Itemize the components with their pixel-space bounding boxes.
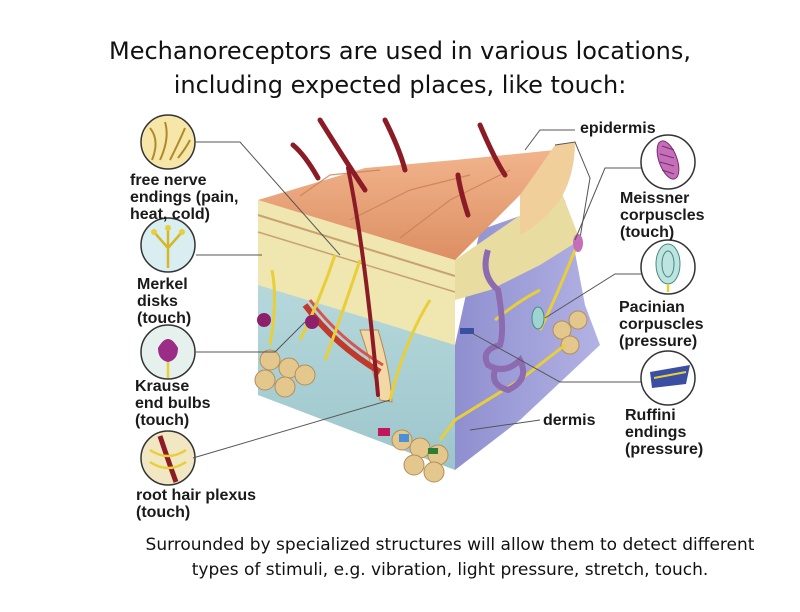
label-krause-end-bulbs: Krause end bulbs (touch) bbox=[135, 378, 211, 429]
sweat-gland bbox=[482, 249, 526, 394]
caption-line-1: Surrounded by specialized structures wil… bbox=[145, 535, 755, 555]
leader-lines bbox=[192, 129, 641, 459]
nerve-fibers bbox=[268, 249, 577, 441]
ruffini-on-block bbox=[460, 328, 474, 334]
skin-block bbox=[254, 117, 600, 483]
meissner-corpuscles-icon bbox=[640, 134, 696, 190]
slide-caption: Surrounded by specialized structures wil… bbox=[130, 533, 770, 583]
label-root-hair-plexus: root hair plexus (touch) bbox=[136, 487, 257, 521]
hairs bbox=[290, 117, 508, 397]
label-epidermis: epidermis bbox=[580, 120, 656, 137]
caption-line-2: types of stimuli, e.g. vibration, light … bbox=[191, 560, 709, 580]
slide-title: Mechanoreceptors are used in various loc… bbox=[0, 34, 800, 102]
pacinian-on-block bbox=[531, 306, 545, 330]
skin-surface bbox=[258, 150, 555, 260]
krause-bulb-2 bbox=[305, 315, 319, 329]
label-dermis: dermis bbox=[543, 412, 596, 429]
root-hair-plexus-icon bbox=[140, 430, 196, 486]
label-ruffini-endings: Ruffini endings (pressure) bbox=[625, 407, 704, 458]
label-free-nerve-endings: free nerve endings (pain, heat, cold) bbox=[130, 172, 239, 223]
merkel-disks-icon bbox=[140, 217, 196, 273]
label-meissner-corpuscles: Meissner corpuscles (touch) bbox=[620, 190, 705, 241]
title-line-1: Mechanoreceptors are used in various loc… bbox=[109, 37, 691, 65]
krause-end-bulbs-icon bbox=[140, 324, 196, 380]
meissner-on-block bbox=[573, 234, 583, 252]
pacinian-corpuscles-icon bbox=[640, 239, 696, 295]
label-merkel-disks: Merkel disks (touch) bbox=[137, 276, 192, 327]
title-line-2: including expected places, like touch: bbox=[173, 71, 627, 99]
krause-bulb-1 bbox=[257, 313, 271, 327]
epidermis-curl bbox=[520, 142, 575, 235]
label-pacinian-corpuscles: Pacinian corpuscles (pressure) bbox=[619, 299, 704, 350]
ruffini-endings-icon bbox=[640, 350, 696, 406]
free-nerve-endings-icon bbox=[140, 114, 196, 170]
